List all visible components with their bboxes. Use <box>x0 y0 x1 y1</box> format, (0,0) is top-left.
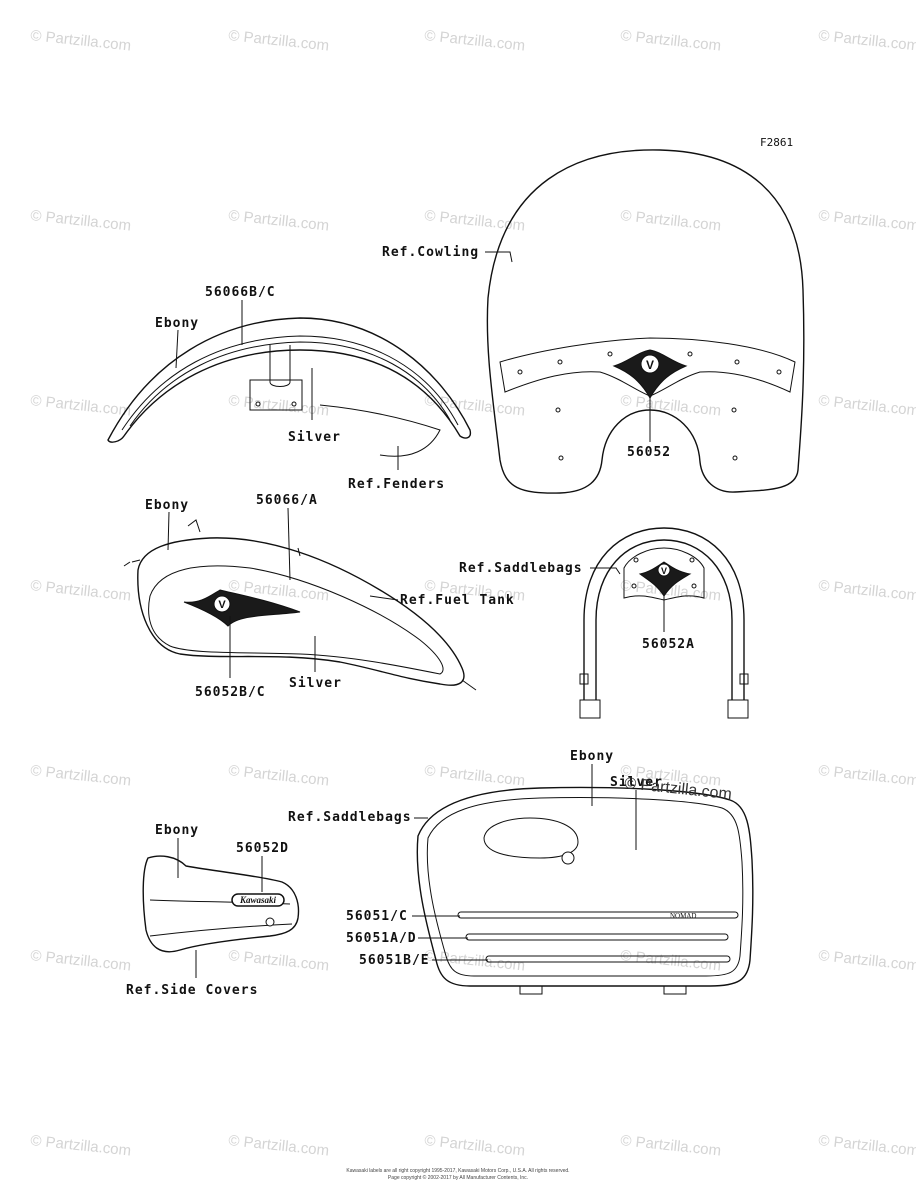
watermark-text: © Partzilla.com <box>228 1132 330 1159</box>
label-ref-saddlebags-rack: Ref.Saddlebags <box>459 561 583 576</box>
watermark-text: © Partzilla.com <box>30 762 132 789</box>
footer-line-2: Page copyright © 2002-2017 by All Manufa… <box>388 1174 528 1181</box>
watermark-text: © Partzilla.com <box>818 1132 916 1159</box>
label-ref-cowling: Ref.Cowling <box>382 245 479 260</box>
watermark-text: © Partzilla.com <box>818 27 916 54</box>
watermark-text: © Partzilla.com <box>30 577 132 604</box>
watermark-text: © Partzilla.com <box>620 1132 722 1159</box>
watermark-text: © Partzilla.com <box>620 27 722 54</box>
leader-56066a <box>287 507 291 581</box>
label-bag-ebony: Ebony <box>570 749 614 764</box>
watermark-text: © Partzilla.com <box>424 762 526 789</box>
label-fender-ebony: Ebony <box>155 316 199 331</box>
watermark-text: © Partzilla.com <box>818 207 916 234</box>
label-bag-silver: Silver <box>610 775 663 790</box>
watermark-text: © Partzilla.com <box>620 207 722 234</box>
saddlebag-mark-text: NOMAD <box>670 912 696 920</box>
label-fender-silver: Silver <box>288 430 341 445</box>
kawasaki-emblem-text: Kawasaki <box>239 895 277 905</box>
label-ref-fuel-tank: Ref.Fuel Tank <box>400 593 515 608</box>
footer-line-1: Kawasaki labels are all right copyright … <box>346 1168 569 1174</box>
label-56052d: 56052D <box>236 841 289 856</box>
leader-ref-cowling <box>485 251 513 263</box>
watermark-text: © Partzilla.com <box>228 762 330 789</box>
watermark-text: © Partzilla.com <box>30 207 132 234</box>
figure-code: F2861 <box>760 136 793 149</box>
leader-ref-saddlebags-rack <box>590 567 621 575</box>
leader-tank-ebony <box>167 511 170 551</box>
watermark-text: © Partzilla.com <box>30 27 132 54</box>
side-cover-part: Kawasaki <box>142 855 300 953</box>
label-ref-fenders: Ref.Fenders <box>348 477 445 492</box>
label-tank-silver: Silver <box>289 676 342 691</box>
leader-ref-fuel-tank <box>369 595 399 601</box>
watermark-text: © Partzilla.com <box>228 392 330 419</box>
fuel-tank-part: V <box>123 519 477 691</box>
watermark-text: © Partzilla.com <box>228 207 330 234</box>
v-emblem-icon: V <box>661 566 667 576</box>
backrest-part: V <box>579 527 749 719</box>
label-ref-side-covers: Ref.Side Covers <box>126 983 258 998</box>
watermark-text: © Partzilla.com <box>30 1132 132 1159</box>
leader-fender-ebony <box>175 329 179 369</box>
label-56051be: 56051B/E <box>359 953 430 968</box>
watermark-text: © Partzilla.com <box>620 947 722 974</box>
label-56051ad: 56051A/D <box>346 931 417 946</box>
watermark-text: © Partzilla.com <box>30 392 132 419</box>
watermark-text: © Partzilla.com <box>424 27 526 54</box>
label-cover-ebony: Ebony <box>155 823 199 838</box>
watermark-text: © Partzilla.com <box>30 947 132 974</box>
front-fender-part <box>107 317 472 457</box>
watermark-text: © Partzilla.com <box>424 1132 526 1159</box>
label-56052a: 56052A <box>642 637 695 652</box>
watermark-text: © Partzilla.com <box>228 947 330 974</box>
windshield-part: V <box>486 149 805 494</box>
label-ref-saddlebags-bag: Ref.Saddlebags <box>288 810 412 825</box>
watermark-text: © Partzilla.com <box>818 392 916 419</box>
v-emblem-icon: V <box>218 599 226 611</box>
watermark-text: © Partzilla.com <box>818 577 916 604</box>
watermark-text: © Partzilla.com <box>818 947 916 974</box>
label-56066bc: 56066B/C <box>205 285 276 300</box>
v-emblem-icon: V <box>646 358 654 372</box>
label-tank-ebony: Ebony <box>145 498 189 513</box>
watermark-text: © Partzilla.com <box>818 762 916 789</box>
watermark-text: © Partzilla.com <box>228 27 330 54</box>
label-56052: 56052 <box>627 445 671 460</box>
label-56051c: 56051/C <box>346 909 408 924</box>
label-56066a: 56066/A <box>256 493 318 508</box>
label-56052bc: 56052B/C <box>195 685 266 700</box>
